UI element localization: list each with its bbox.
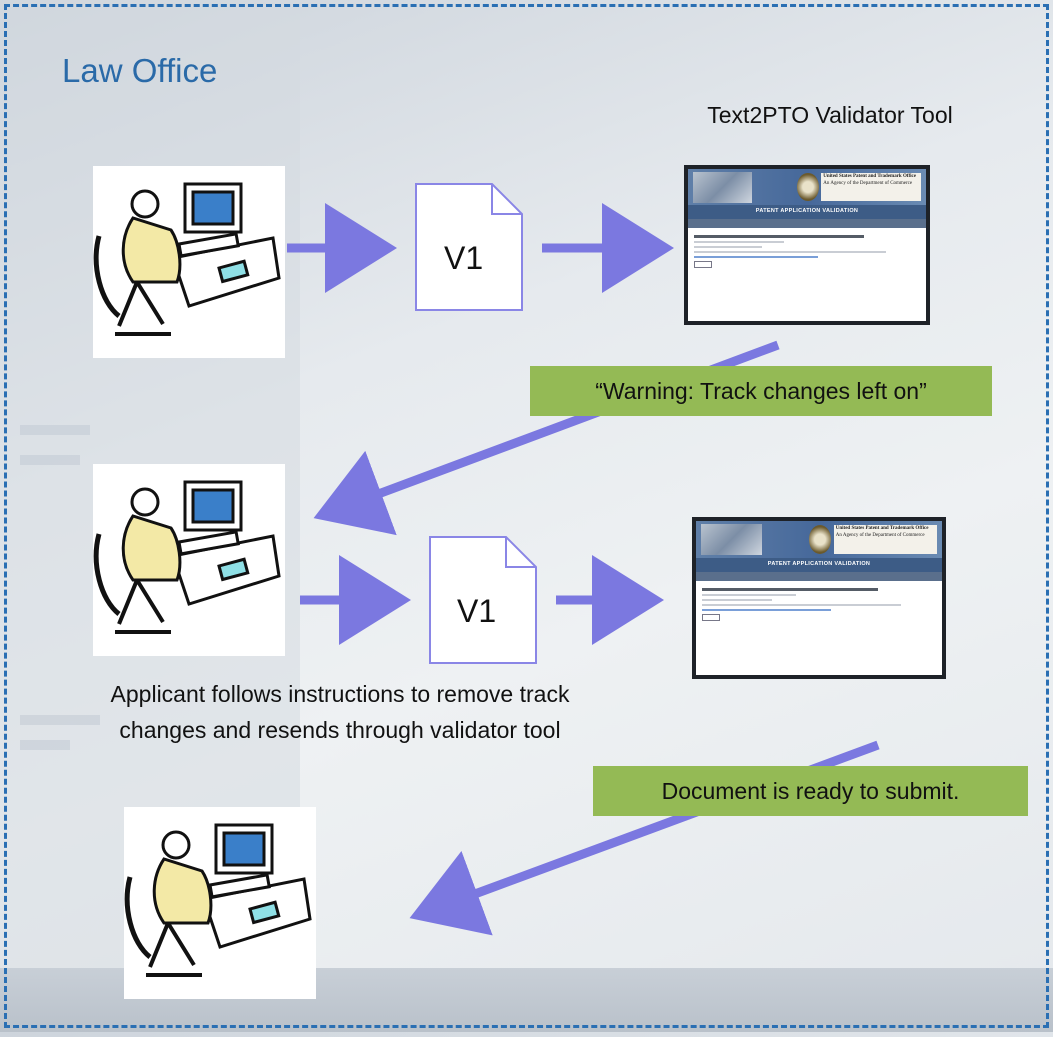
validator-tool-label: Text2PTO Validator Tool	[707, 102, 953, 128]
screen-heading: PATENT APPLICATION VALIDATION	[688, 205, 926, 220]
applicant-instructions-text: Applicant follows instructions to remove…	[110, 681, 570, 743]
ready-callout: Document is ready to submit.	[593, 766, 1028, 816]
org-sub: An Agency of the Department of Commerce	[823, 181, 913, 187]
person-at-computer-icon	[93, 464, 285, 656]
org-name: United States Patent and Trademark Offic…	[835, 526, 929, 532]
warning-callout: “Warning: Track changes left on”	[530, 366, 992, 416]
document-version-label: V1	[444, 240, 484, 276]
validator-screenshot: United States Patent and Trademark Offic…	[684, 165, 930, 325]
document-version-label: V1	[457, 593, 497, 629]
uspto-seal-icon	[797, 173, 819, 202]
validator-screenshot: United States Patent and Trademark Offic…	[692, 517, 946, 679]
uspto-seal-icon	[809, 525, 832, 554]
person-at-computer-icon	[93, 166, 285, 358]
person-at-computer-icon	[124, 807, 316, 999]
slide-title: Law Office	[62, 52, 218, 89]
screen-heading: PATENT APPLICATION VALIDATION	[696, 557, 942, 572]
org-name: United States Patent and Trademark Offic…	[823, 174, 916, 180]
org-sub: An Agency of the Department of Commerce	[835, 533, 925, 539]
document-icon	[428, 535, 538, 665]
document-icon	[414, 182, 524, 312]
